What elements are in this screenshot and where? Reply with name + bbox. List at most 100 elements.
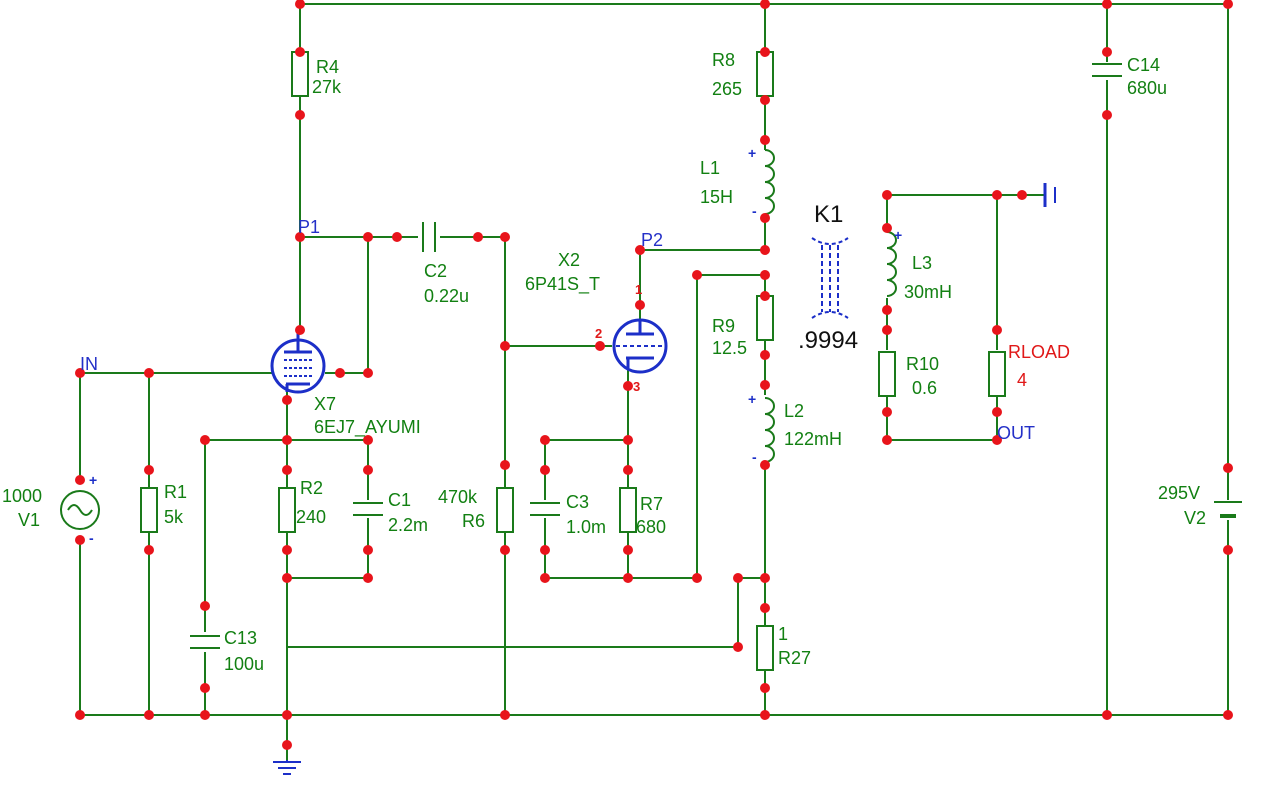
k1-value: .9994 bbox=[798, 327, 858, 354]
l3-name: L3 bbox=[912, 253, 932, 273]
l1-symbol[interactable] bbox=[764, 145, 775, 216]
ground-icon bbox=[273, 760, 301, 775]
output-probe-icon bbox=[1030, 183, 1056, 207]
x2-vacuum-tube-icon[interactable] bbox=[612, 318, 668, 374]
x2-name: X2 bbox=[558, 250, 580, 270]
l1-value: 15H bbox=[700, 187, 733, 207]
x7-vacuum-tube-icon[interactable] bbox=[270, 330, 326, 394]
v1-value: 1000 bbox=[2, 486, 42, 506]
junction-node bbox=[760, 270, 770, 280]
junction-node bbox=[692, 270, 702, 280]
junction-node bbox=[75, 368, 85, 378]
junction-node bbox=[1102, 0, 1112, 9]
l2-symbol[interactable] bbox=[764, 397, 775, 463]
x2-pin-plate: 1 bbox=[635, 282, 642, 297]
junction-node bbox=[75, 475, 85, 485]
r10-value: 0.6 bbox=[912, 378, 937, 398]
r1-name: R1 bbox=[164, 482, 187, 502]
r9-name: R9 bbox=[712, 316, 735, 336]
junction-node bbox=[282, 740, 292, 750]
c2-value: 0.22u bbox=[424, 286, 469, 306]
r2-body[interactable] bbox=[278, 487, 296, 533]
r4-value: 27k bbox=[312, 77, 342, 97]
junction-node bbox=[992, 325, 1002, 335]
r9-body[interactable] bbox=[756, 295, 774, 341]
c3-symbol[interactable] bbox=[530, 502, 560, 516]
junction-node bbox=[692, 573, 702, 583]
c14-symbol[interactable] bbox=[1092, 63, 1122, 77]
junction-node bbox=[200, 683, 210, 693]
junction-node bbox=[733, 573, 743, 583]
junction-node bbox=[363, 368, 373, 378]
l3-symbol[interactable] bbox=[886, 231, 897, 297]
junction-node bbox=[282, 545, 292, 555]
r1-value: 5k bbox=[164, 507, 184, 527]
r27-body[interactable] bbox=[756, 625, 774, 671]
junction-node bbox=[1102, 110, 1112, 120]
junction-node bbox=[760, 460, 770, 470]
junction-node bbox=[623, 545, 633, 555]
battery-icon[interactable] bbox=[1214, 501, 1242, 518]
junction-node bbox=[760, 573, 770, 583]
junction-node bbox=[623, 573, 633, 583]
junction-node bbox=[295, 232, 305, 242]
l2-name: L2 bbox=[784, 401, 804, 421]
r7-value: 680 bbox=[636, 517, 666, 537]
junction-node bbox=[623, 435, 633, 445]
junction-node bbox=[760, 245, 770, 255]
r4-name: R4 bbox=[316, 57, 339, 77]
c2-symbol[interactable] bbox=[422, 222, 436, 252]
v1-minus: - bbox=[89, 530, 94, 546]
junction-node bbox=[540, 545, 550, 555]
r8-body[interactable] bbox=[756, 51, 774, 97]
junction-node bbox=[144, 368, 154, 378]
r7-name: R7 bbox=[640, 494, 663, 514]
r10-name: R10 bbox=[906, 354, 939, 374]
l2-value: 122mH bbox=[784, 429, 842, 449]
l3-plus: + bbox=[894, 227, 902, 243]
junction-node bbox=[992, 407, 1002, 417]
junction-node bbox=[623, 465, 633, 475]
l1-plus: + bbox=[748, 145, 756, 161]
c1-symbol[interactable] bbox=[353, 502, 383, 516]
junction-node bbox=[635, 245, 645, 255]
c13-symbol[interactable] bbox=[190, 635, 220, 649]
junction-node bbox=[882, 435, 892, 445]
junction-node bbox=[295, 0, 305, 9]
r4-body[interactable] bbox=[291, 51, 309, 97]
junction-node bbox=[760, 291, 770, 301]
junction-node bbox=[500, 341, 510, 351]
c3-value: 1.0m bbox=[566, 517, 606, 537]
v2-value: 295V bbox=[1158, 483, 1200, 503]
junction-node bbox=[760, 135, 770, 145]
junction-node bbox=[363, 465, 373, 475]
l1-minus: - bbox=[752, 203, 757, 219]
rload-body[interactable] bbox=[988, 351, 1006, 397]
junction-node bbox=[363, 545, 373, 555]
junction-node bbox=[635, 300, 645, 310]
junction-node bbox=[733, 642, 743, 652]
c14-name: C14 bbox=[1127, 55, 1160, 75]
r6-body[interactable] bbox=[496, 487, 514, 533]
junction-node bbox=[760, 0, 770, 9]
junction-node bbox=[295, 325, 305, 335]
c13-name: C13 bbox=[224, 628, 257, 648]
junction-node bbox=[200, 601, 210, 611]
junction-node bbox=[363, 435, 373, 445]
x7-name: X7 bbox=[314, 394, 336, 414]
r7-body[interactable] bbox=[619, 487, 637, 533]
r1-body[interactable] bbox=[140, 487, 158, 533]
junction-node bbox=[144, 545, 154, 555]
r8-name: R8 bbox=[712, 50, 735, 70]
k1-name: K1 bbox=[814, 201, 843, 228]
junction-node bbox=[500, 710, 510, 720]
junction-node bbox=[282, 395, 292, 405]
r10-body[interactable] bbox=[878, 351, 896, 397]
junction-node bbox=[760, 380, 770, 390]
x7-value: 6EJ7_AYUMI bbox=[314, 417, 421, 438]
c1-name: C1 bbox=[388, 490, 411, 510]
r27-name: R27 bbox=[778, 648, 811, 668]
ac-source-icon[interactable] bbox=[60, 490, 100, 530]
r27-value: 1 bbox=[778, 624, 788, 644]
